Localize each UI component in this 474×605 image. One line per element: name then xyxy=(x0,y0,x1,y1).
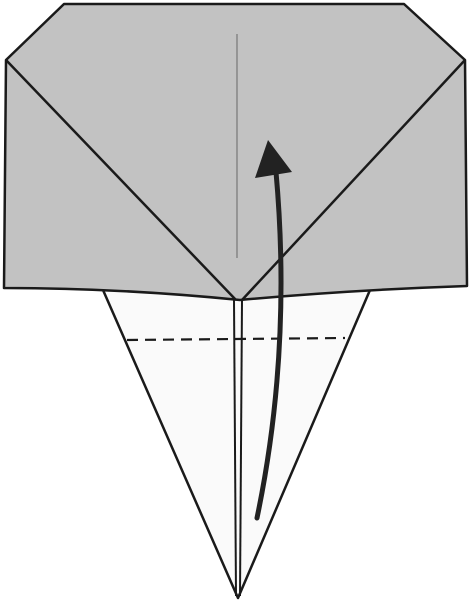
fold-arrow-shaft xyxy=(254,169,284,521)
upper-paper-section xyxy=(2,2,469,302)
curved-fold-arrow-icon xyxy=(254,140,292,521)
left-diagonal-edge xyxy=(5,59,237,301)
fold-arrow-head xyxy=(255,140,292,178)
center-edge-right xyxy=(239,299,243,597)
center-edge-left xyxy=(233,299,237,597)
valley-fold-line xyxy=(126,336,346,342)
